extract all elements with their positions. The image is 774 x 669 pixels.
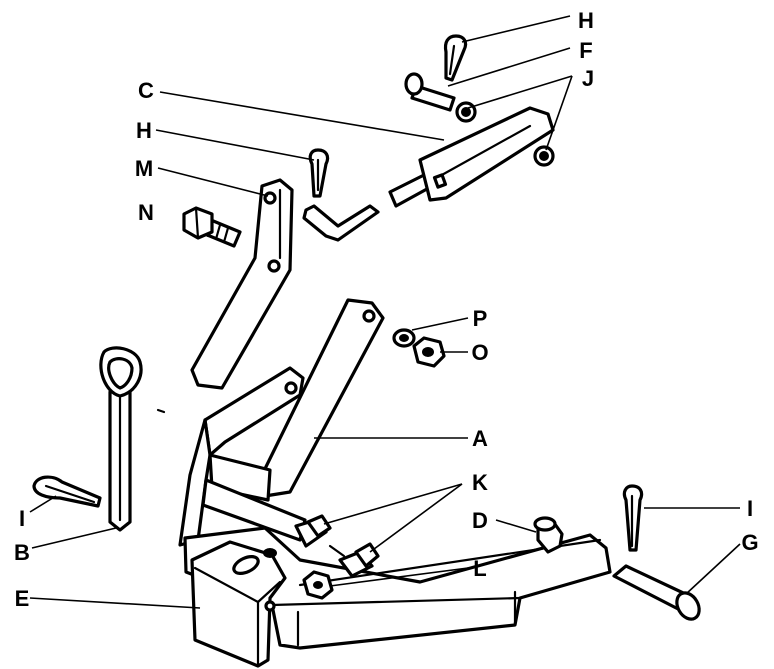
leader-j-upper [467,75,573,109]
part-k-bolts [294,514,380,578]
part-o-nut [412,336,446,368]
part-i-clip-right [622,484,644,552]
leader-l [329,567,469,587]
part-e-end-plate [190,540,287,668]
label-m: M [135,156,153,181]
label-i-right: I [747,496,753,521]
label-n: N [138,200,154,225]
part-n-bolt [182,206,242,248]
part-h-clip-right [443,34,468,82]
part-h-clip-left [308,148,330,198]
label-g: G [741,530,758,555]
part-a-main-frame [178,298,612,650]
l-shaped-pin [302,204,380,242]
part-g-pin [612,564,701,621]
label-j: J [582,66,594,91]
label-f: F [579,38,592,63]
leader-h-left [155,129,315,161]
leader-b [31,527,117,549]
leader-e [29,597,201,609]
part-f-bolt [404,72,456,112]
leader-m [157,167,269,197]
part-d-bushing [533,516,564,554]
label-l: L [473,556,486,581]
part-labels: H F J C H M N P O A K D L I G I B E [14,8,759,611]
label-c: C [138,78,154,103]
part-i-clip-left [32,475,102,508]
leader-d [495,519,537,533]
leader-k-lower [369,483,463,553]
label-o: O [471,340,488,365]
leader-i-left [29,495,57,513]
leader-k-upper [323,483,463,525]
leader-f [447,47,571,87]
part-c-slotted-adjuster [388,106,555,208]
part-m-bracket [190,178,294,390]
label-e: E [15,586,30,611]
leader-c [159,91,445,141]
label-p: P [473,306,488,331]
label-a: A [472,426,488,451]
label-h-right: H [578,8,594,33]
part-l-nut [302,570,334,600]
leader-lines [29,15,741,609]
leader-p [411,317,469,331]
leader-h-right [461,15,571,43]
leader-g [685,543,741,595]
part-p-washer [392,328,416,348]
stray-mark [156,408,166,414]
label-d: D [472,508,488,533]
label-b: B [14,540,30,565]
part-j-nuts [455,101,555,167]
part-b-hitch-pin [99,346,143,532]
leader-j-lower [545,75,573,151]
label-i-left: I [19,506,25,531]
label-k: K [472,470,488,495]
label-h-left: H [136,118,152,143]
